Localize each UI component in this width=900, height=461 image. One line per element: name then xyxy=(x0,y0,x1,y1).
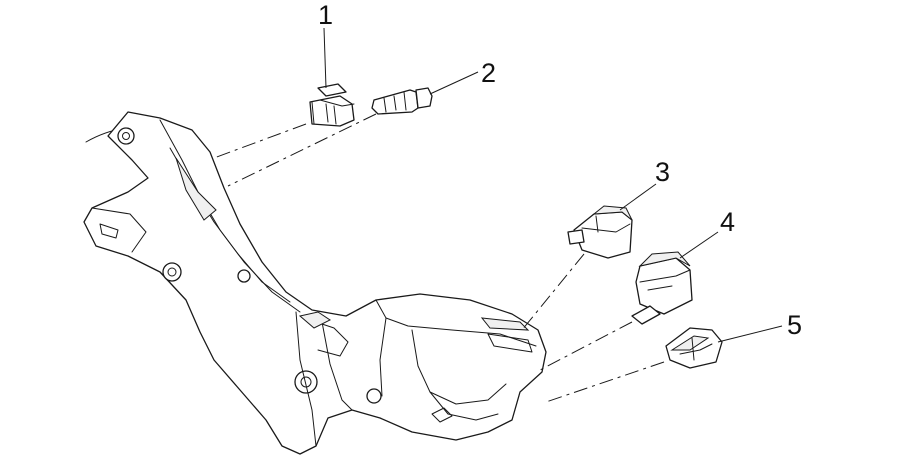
part-3-switch xyxy=(567,205,633,259)
part-4-switch xyxy=(631,251,693,325)
leader-lines xyxy=(323,27,783,343)
callout-1: 1 xyxy=(318,0,333,30)
part-5-switch xyxy=(665,327,723,369)
callout-5: 5 xyxy=(787,310,802,340)
assembly-lines xyxy=(213,113,665,403)
callout-4: 4 xyxy=(720,207,735,237)
callout-2: 2 xyxy=(481,58,496,88)
handlebar-cover xyxy=(83,111,547,455)
part-1-switch xyxy=(309,83,355,127)
callout-3: 3 xyxy=(655,157,670,187)
part-2-connector xyxy=(371,87,433,115)
